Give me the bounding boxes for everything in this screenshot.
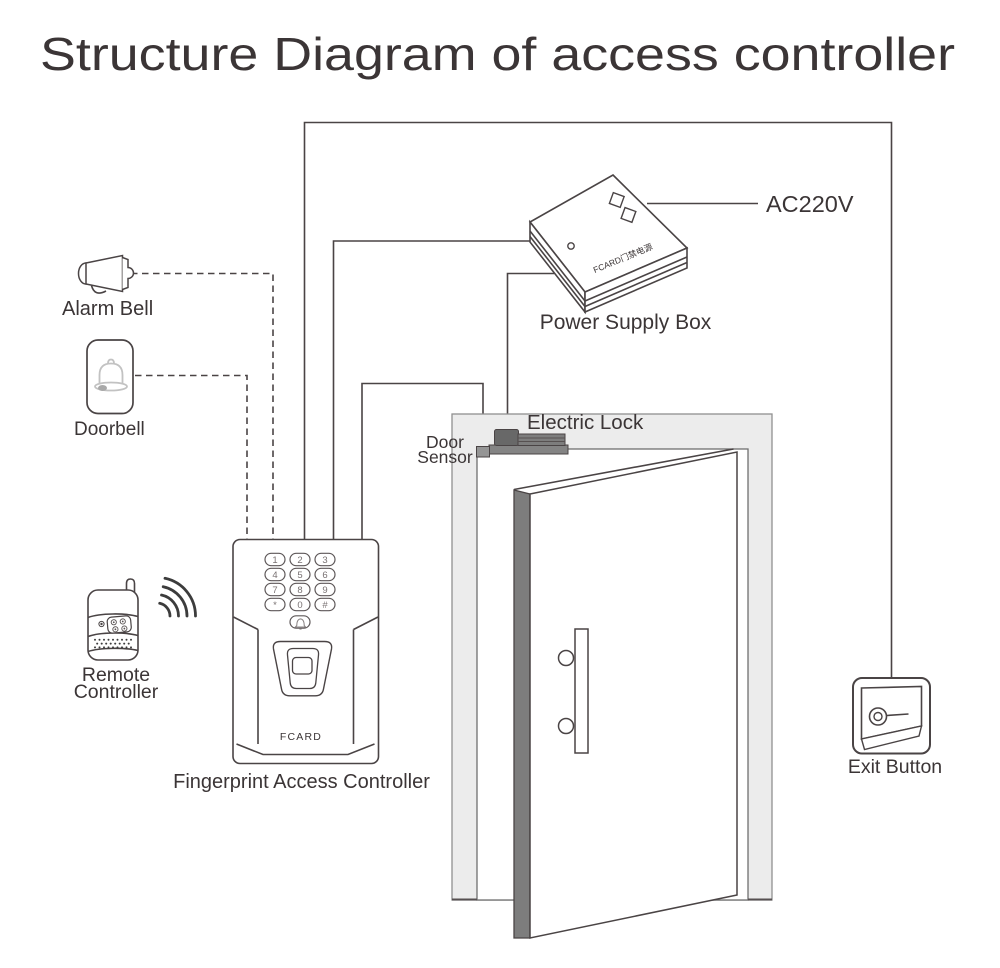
key-5[interactable] xyxy=(289,567,311,582)
key-label-5: 5 xyxy=(297,570,302,581)
key-label-3: 3 xyxy=(322,555,327,566)
alarm-bell-label: Alarm Bell xyxy=(62,298,153,320)
exit-key-ring-inner xyxy=(873,711,883,722)
wire-alarm-bell-dashed xyxy=(131,272,274,545)
remote-label-line2: Controller xyxy=(74,681,159,703)
doorbell-key[interactable] xyxy=(289,615,311,630)
key-3[interactable] xyxy=(314,552,336,567)
controller-crease-left xyxy=(233,616,259,631)
door-left-edge xyxy=(513,489,531,939)
key-0[interactable] xyxy=(289,597,311,612)
key-label-#: # xyxy=(322,600,328,611)
wiring xyxy=(131,121,893,679)
remote-led-dot xyxy=(100,622,103,626)
key-label-1: 1 xyxy=(272,555,277,566)
door-sensor-block xyxy=(476,446,490,458)
alarm-bell xyxy=(77,254,135,294)
labels: Alarm Bell Doorbell Remote Controller Fi… xyxy=(62,191,942,793)
alarm-bell-bracket xyxy=(122,256,135,291)
door-sensor-label-line1: Door xyxy=(426,432,464,452)
exit-button[interactable] xyxy=(852,677,931,755)
wire-electric-lock xyxy=(506,272,554,432)
exit-button-front xyxy=(860,725,923,751)
lock-bar xyxy=(517,433,566,446)
key-label-7: 7 xyxy=(272,585,277,596)
remote-label-line1: Remote xyxy=(82,664,150,686)
key-label-2: 2 xyxy=(297,555,302,566)
remote-speaker-holes xyxy=(94,638,132,649)
door-handle-knob-top xyxy=(557,649,575,667)
power-box-vent-square-2 xyxy=(620,206,637,224)
ac220v-label: AC220V xyxy=(766,191,854,217)
wireless-waves-icon xyxy=(158,576,197,618)
key-label-4: 4 xyxy=(272,570,277,581)
key-6[interactable] xyxy=(314,567,336,582)
key-1[interactable] xyxy=(264,552,286,567)
doorbell-body xyxy=(86,339,134,415)
controller-bottom-lip xyxy=(236,743,375,756)
electric-lock-label: Electric Lock xyxy=(527,411,644,434)
key-8[interactable] xyxy=(289,582,311,597)
key-label-9: 9 xyxy=(322,585,327,596)
doorbell-label: Doorbell xyxy=(74,419,145,440)
alarm-bell-horn xyxy=(85,254,124,293)
controller-crease-right xyxy=(353,616,379,631)
power-box-seam-1 xyxy=(529,230,688,302)
door-sensor-label-line2: Sensor xyxy=(417,447,473,467)
key-#[interactable] xyxy=(314,597,336,612)
door-top-edge xyxy=(513,448,734,491)
bell-key-icon xyxy=(294,618,307,630)
remote-controller xyxy=(87,576,197,661)
door-panel xyxy=(529,451,738,939)
power-box-vent-square-1 xyxy=(608,191,626,209)
remote-keypad-panel xyxy=(106,615,132,634)
page-title: Structure Diagram of access controller xyxy=(40,28,955,80)
key-7[interactable] xyxy=(264,582,286,597)
power-supply-label: Power Supply Box xyxy=(540,311,712,334)
wire-power-supply xyxy=(332,240,531,545)
keypad-keys[interactable]: 1 2 3 4 5 6 7 8 9 * 0 # xyxy=(264,552,336,612)
power-box-seam-2 xyxy=(529,236,688,308)
fingerprint-controller-label: Fingerprint Access Controller xyxy=(173,771,430,793)
key-label-*: * xyxy=(273,600,277,611)
key-label-0: 0 xyxy=(297,600,302,611)
power-box-led xyxy=(567,242,575,250)
lock-base-bar xyxy=(488,444,569,455)
key-label-8: 8 xyxy=(297,585,302,596)
fingerprint-window xyxy=(291,656,313,675)
remote-led xyxy=(98,620,105,628)
key-label-6: 6 xyxy=(322,570,327,581)
lock-body xyxy=(494,429,519,446)
wire-exit-button xyxy=(303,121,893,679)
remote-antenna xyxy=(125,578,136,592)
key-*[interactable] xyxy=(264,597,286,612)
electric-lock-assembly xyxy=(476,429,569,458)
fingerprint-scanner[interactable] xyxy=(272,640,333,697)
doorbell xyxy=(86,339,134,415)
exit-key-shaft xyxy=(886,713,909,717)
door-handle-knob-bottom xyxy=(557,717,575,735)
doorbell-bell-icon xyxy=(94,358,128,392)
key-2[interactable] xyxy=(289,552,311,567)
wire-doorbell-dashed xyxy=(135,374,248,545)
alarm-bell-base xyxy=(90,285,107,294)
key-9[interactable] xyxy=(314,582,336,597)
controller-brand: FCARD xyxy=(280,731,322,743)
key-4[interactable] xyxy=(264,567,286,582)
exit-button-label: Exit Button xyxy=(848,756,942,778)
power-supply-box: FCARD门禁电源 xyxy=(528,174,689,315)
fingerprint-access-controller: 1 2 3 4 5 6 7 8 9 * 0 # FCARD xyxy=(232,538,380,765)
remote-band-1 xyxy=(87,613,139,619)
door-assembly xyxy=(451,413,773,939)
doorbell-clapper xyxy=(98,385,107,391)
door-handle-bar xyxy=(574,628,589,754)
